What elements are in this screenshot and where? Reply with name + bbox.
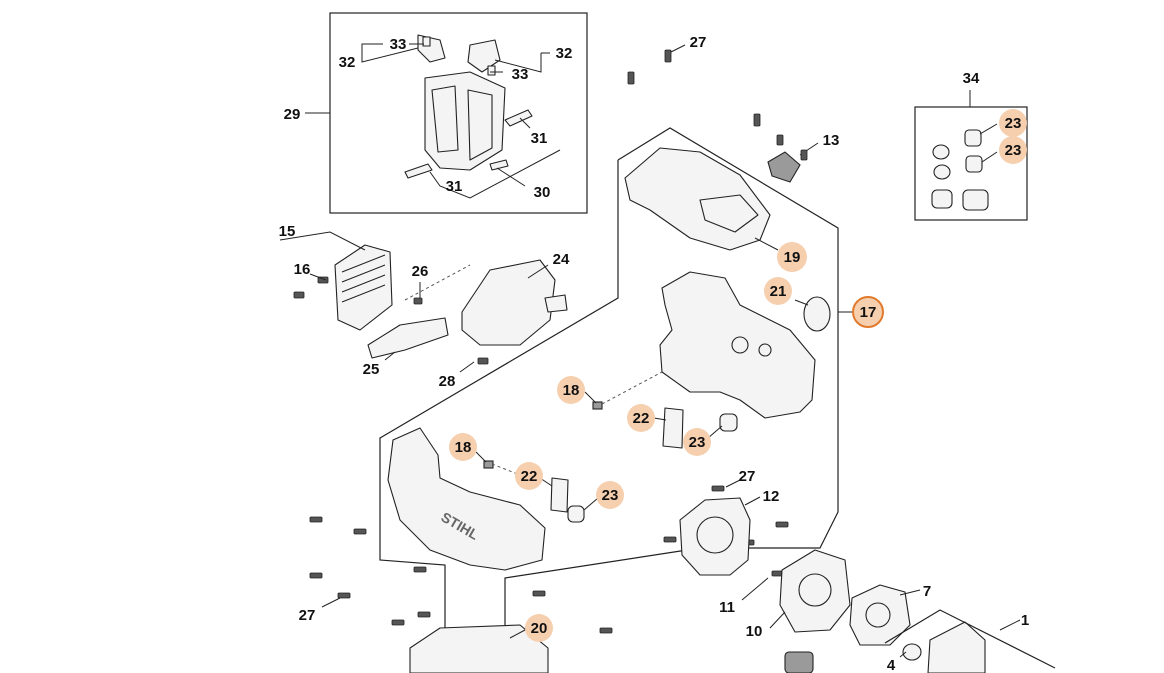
air-filter-part — [279, 231, 393, 331]
label-31-left: 31 — [446, 178, 463, 195]
label-12: 12 — [763, 488, 780, 505]
label-16: 16 — [294, 261, 311, 278]
bottom-parts — [409, 609, 1056, 673]
label-33-left: 33 — [390, 36, 407, 53]
label-4: 4 — [887, 657, 896, 673]
label-10: 10 — [746, 623, 763, 640]
callout-21[interactable]: 21 — [764, 277, 792, 305]
label-24: 24 — [553, 251, 570, 268]
label-26: 26 — [412, 263, 429, 280]
small-cover-part — [767, 142, 819, 183]
callout-17[interactable]: 17 — [852, 296, 884, 328]
label-27-bottom: 27 — [299, 607, 316, 624]
label-1: 1 — [1021, 612, 1029, 629]
label-17: 17 — [860, 304, 877, 321]
flywheel-housing-part — [769, 549, 921, 646]
label-33-right: 33 — [512, 66, 529, 83]
callout-23-group34-bottom[interactable]: 23 — [999, 136, 1027, 164]
label-13: 13 — [823, 132, 840, 149]
label-34: 34 — [963, 70, 980, 87]
callout-20[interactable]: 20 — [525, 614, 553, 642]
label-23-lower: 23 — [602, 487, 619, 504]
label-27-mid: 27 — [739, 468, 756, 485]
group-34-frame — [914, 90, 1028, 221]
group-29-frame — [305, 12, 588, 214]
label-31-right: 31 — [531, 130, 548, 147]
callout-22-upper[interactable]: 22 — [627, 404, 655, 432]
label-20: 20 — [531, 620, 548, 637]
label-18-lower: 18 — [455, 439, 472, 456]
callout-19[interactable]: 19 — [777, 242, 807, 272]
cable-part — [367, 317, 449, 361]
label-28: 28 — [439, 373, 456, 390]
label-18-upper: 18 — [563, 382, 580, 399]
label-29: 29 — [284, 106, 301, 123]
group-17-frame — [379, 127, 852, 673]
callout-18-lower[interactable]: 18 — [449, 433, 477, 461]
fan-housing-part — [679, 496, 761, 576]
label-23-second: 23 — [1005, 142, 1022, 159]
label-11: 11 — [719, 599, 735, 616]
label-23-upper: 23 — [689, 434, 706, 451]
label-22-lower: 22 — [521, 468, 538, 485]
callout-23-upper[interactable]: 23 — [683, 428, 711, 456]
label-30: 30 — [534, 184, 551, 201]
label-19: 19 — [784, 249, 801, 266]
callout-18-upper[interactable]: 18 — [557, 376, 585, 404]
bracket-part — [461, 259, 568, 346]
handle-part — [404, 34, 533, 179]
callout-23-lower[interactable]: 23 — [596, 481, 624, 509]
housing-part — [659, 271, 831, 419]
label-27-top: 27 — [690, 34, 707, 51]
top-cover-part — [624, 147, 779, 251]
label-15: 15 — [279, 223, 296, 240]
callout-22-lower[interactable]: 22 — [515, 462, 543, 490]
small-parts — [475, 371, 738, 523]
label-22-upper: 22 — [633, 410, 650, 427]
side-housing-part: STIHL — [387, 427, 546, 571]
label-32-right: 32 — [556, 45, 573, 62]
label-23-top: 23 — [1005, 115, 1022, 132]
screws — [293, 44, 808, 634]
label-21: 21 — [770, 283, 787, 300]
group-29-leaders — [361, 43, 561, 199]
label-25: 25 — [363, 361, 380, 378]
label-7: 7 — [923, 583, 931, 600]
label-32-left: 32 — [339, 54, 356, 71]
callout-23-group34-top[interactable]: 23 — [999, 109, 1027, 137]
